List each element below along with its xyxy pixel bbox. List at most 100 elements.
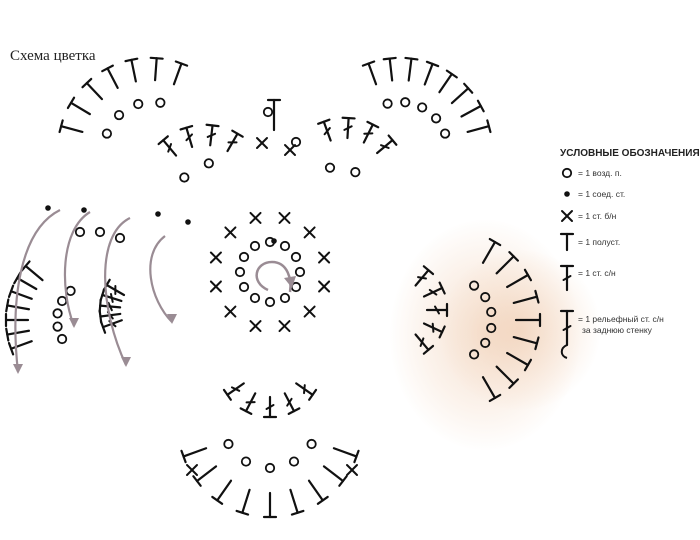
double-crochet-stitch (7, 284, 33, 300)
double-crochet-stitch (211, 479, 233, 505)
single-crochet-stitch (278, 211, 291, 224)
chain-stitch (133, 98, 144, 110)
slip-stitch (81, 207, 87, 213)
double-crochet-stitch (425, 302, 449, 318)
single-crochet-stitch (346, 464, 358, 476)
slip-stitch (185, 219, 191, 225)
single-crochet-stitch (249, 211, 262, 224)
chain-stitch (94, 226, 106, 238)
chain-stitch (486, 322, 497, 334)
double-crochet-stitch (66, 96, 91, 116)
chain-stitch (264, 462, 276, 474)
direction-arrow-head (121, 357, 131, 367)
chain-stitch (238, 281, 250, 293)
direction-arrow (104, 217, 131, 366)
chain-stitch (480, 292, 491, 303)
chain-stitch (290, 251, 302, 263)
direction-arrow-head (13, 364, 23, 374)
chain-stitch (113, 109, 125, 121)
single-crochet-stitch (249, 320, 262, 333)
legend-label-half-double: = 1 полуст. (578, 237, 621, 247)
double-crochet-stitch (262, 491, 278, 519)
single-crochet-stitch (318, 251, 331, 264)
double-crochet-stitch (341, 116, 356, 140)
double-crochet-stitch (262, 395, 278, 419)
double-crochet-stitch (5, 298, 31, 313)
double-crochet-stitch (239, 392, 257, 415)
double-crochet-stitch (5, 327, 31, 342)
chain-stitch (101, 128, 112, 139)
double-crochet-stitch (362, 120, 380, 144)
double-crochet-stitch (361, 60, 378, 86)
chain-stitch (468, 349, 480, 360)
double-crochet-stitch (283, 392, 301, 415)
single-crochet-stitch (561, 210, 573, 222)
chain-stitch (74, 226, 86, 238)
chain-stitch (350, 167, 361, 178)
chain-stitch (400, 97, 411, 108)
double-crochet-stitch (307, 479, 329, 505)
chain-stitch (480, 337, 491, 348)
double-crochet-stitch (460, 99, 485, 118)
chain-stitch (223, 438, 234, 450)
double-crochet-stitch (157, 135, 178, 157)
double-crochet-stitch (332, 447, 360, 464)
double-crochet-stitch (422, 281, 446, 298)
double-crochet-stitch (179, 124, 194, 148)
double-crochet-stitch (438, 69, 458, 94)
single-crochet-stitch (278, 320, 291, 333)
chain-stitch (294, 266, 306, 278)
single-crochet-stitch (303, 226, 316, 239)
slip-stitch (155, 211, 161, 217)
double-crochet-stitch (205, 123, 220, 147)
double-crochet-stitch (404, 56, 419, 82)
legend-double-crochet-symbol (559, 264, 575, 292)
chain-stitch (203, 158, 214, 169)
double-crochet-stitch (466, 119, 492, 134)
chain-stitch (56, 333, 68, 345)
double-crochet-stitch (382, 56, 397, 82)
double-crochet-stitch (101, 64, 119, 90)
chain-stitch (262, 106, 274, 118)
double-crochet-stitch (235, 488, 251, 516)
chain-stitch (306, 438, 317, 450)
chain-stitch (290, 136, 302, 148)
chain-stitch (52, 321, 63, 332)
chain-stitch (52, 308, 63, 319)
direction-arrow (149, 235, 173, 323)
direction-arrow (14, 209, 61, 373)
legend-label-chain: = 1 возд. п. (578, 168, 622, 178)
start-arrow (255, 260, 292, 293)
single-crochet-stitch (256, 137, 268, 149)
paper-stain (440, 250, 600, 410)
double-crochet-stitch (4, 312, 30, 328)
double-crochet-stitch (422, 322, 446, 339)
chain-stitch (234, 266, 246, 278)
single-crochet-stitch (318, 280, 331, 293)
chain-stitch (238, 251, 250, 263)
chain-stitch (65, 285, 76, 296)
double-crochet-stitch (414, 333, 435, 355)
single-crochet-stitch (186, 464, 198, 476)
single-crochet-stitch (224, 226, 237, 239)
chain-stitch (264, 296, 276, 308)
legend-label-single-crochet: = 1 ст. б/н (578, 211, 617, 221)
double-crochet-stitch (289, 488, 305, 516)
single-crochet-stitch (209, 251, 222, 264)
legend-half-double-symbol (559, 232, 575, 252)
double-crochet-stitch (495, 365, 519, 389)
chain-stitch (430, 113, 442, 124)
legend-label-back-post: = 1 рельефный ст. с/н (578, 314, 664, 324)
double-crochet-stitch (180, 447, 208, 464)
chain-stitch (440, 128, 451, 139)
chain-stitch (288, 456, 300, 467)
double-crochet-stitch (512, 335, 540, 351)
single-crochet-stitch (224, 305, 237, 318)
double-crochet-stitch (222, 382, 245, 401)
chain-stitch (249, 240, 261, 252)
chain-stitch (56, 295, 68, 307)
half-double-crochet-stitch (266, 98, 282, 132)
double-crochet-stitch (506, 268, 533, 289)
